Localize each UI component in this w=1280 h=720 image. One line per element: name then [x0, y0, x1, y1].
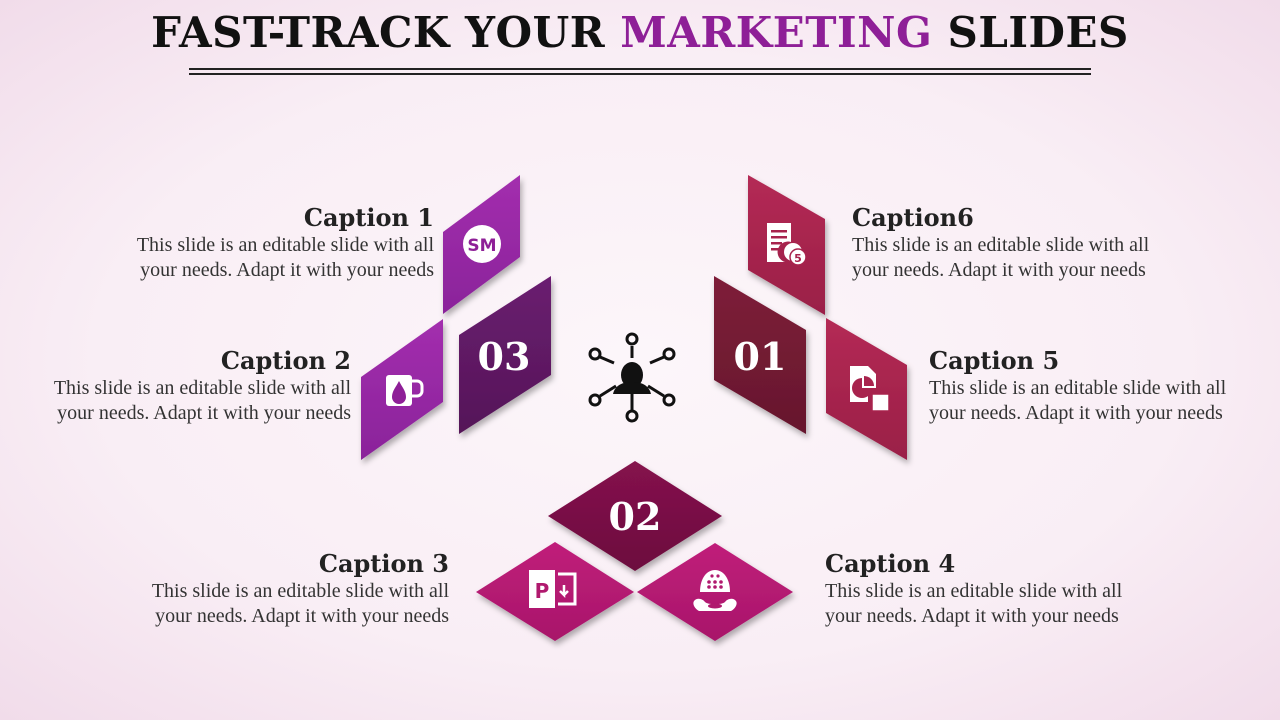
- title-rule-top: [189, 68, 1091, 70]
- title-rule-bottom: [189, 73, 1091, 75]
- project-file-icon: P: [529, 570, 577, 608]
- caption-5: Caption 5 This slide is an editable slid…: [929, 346, 1274, 426]
- svg-text:5: 5: [794, 252, 802, 265]
- caption-3-line-1: This slide is an editable slide with all: [151, 580, 449, 602]
- sm-badge-icon: SM: [463, 225, 501, 263]
- mug-icon: [386, 375, 424, 406]
- pie-document-icon: [850, 366, 890, 412]
- receipt-icon: 5: [767, 223, 807, 266]
- caption-2: Caption 2 This slide is an editable slid…: [0, 346, 351, 426]
- caption-6-line-2: your needs. Adapt it with your needs: [852, 259, 1146, 281]
- caption-1: Caption 1 This slide is an editable slid…: [60, 203, 434, 283]
- page-title: FAST-TRACK YOUR MARKETING SLIDES: [0, 8, 1280, 57]
- caption-5-title: Caption 5: [929, 346, 1060, 375]
- caption-6-line-1: This slide is an editable slide with all: [852, 234, 1150, 256]
- caption-4-line-1: This slide is an editable slide with all: [825, 580, 1123, 602]
- title-highlight: MARKETING: [620, 8, 933, 57]
- segment-number-03: [459, 276, 551, 434]
- caption-4: Caption 4 This slide is an editable slid…: [825, 549, 1225, 629]
- caption-1-line-2: your needs. Adapt it with your needs: [140, 259, 434, 281]
- title-part-2: SLIDES: [932, 8, 1129, 57]
- caption-6-title: Caption6: [852, 203, 974, 232]
- network-person-icon: [588, 332, 676, 423]
- number-02: 02: [609, 494, 662, 539]
- segment-number-01: [714, 276, 806, 434]
- caption-2-title: Caption 2: [220, 346, 351, 375]
- segment-caption-6: [748, 175, 825, 315]
- number-01: 01: [734, 334, 787, 379]
- svg-text:SM: SM: [467, 236, 496, 256]
- caption-4-title: Caption 4: [825, 549, 956, 578]
- caption-2-line-1: This slide is an editable slide with all: [53, 377, 351, 399]
- caption-3: Caption 3 This slide is an editable slid…: [60, 549, 449, 629]
- caption-4-line-2: your needs. Adapt it with your needs: [825, 605, 1119, 627]
- caption-5-line-2: your needs. Adapt it with your needs: [929, 402, 1223, 424]
- caption-1-line-1: This slide is an editable slide with all: [136, 234, 434, 256]
- caption-1-title: Caption 1: [303, 203, 434, 232]
- caption-3-title: Caption 3: [318, 549, 449, 578]
- segment-number-02: [548, 461, 722, 571]
- caption-2-line-2: your needs. Adapt it with your needs: [57, 402, 351, 424]
- title-part-1: FAST-TRACK YOUR: [151, 8, 621, 57]
- caption-5-line-1: This slide is an editable slide with all: [929, 377, 1227, 399]
- caption-6: Caption6 This slide is an editable slide…: [852, 203, 1252, 283]
- telephone-icon: [693, 570, 737, 611]
- caption-3-line-2: your needs. Adapt it with your needs: [155, 605, 449, 627]
- number-03: 03: [478, 334, 531, 379]
- svg-text:P: P: [535, 579, 550, 603]
